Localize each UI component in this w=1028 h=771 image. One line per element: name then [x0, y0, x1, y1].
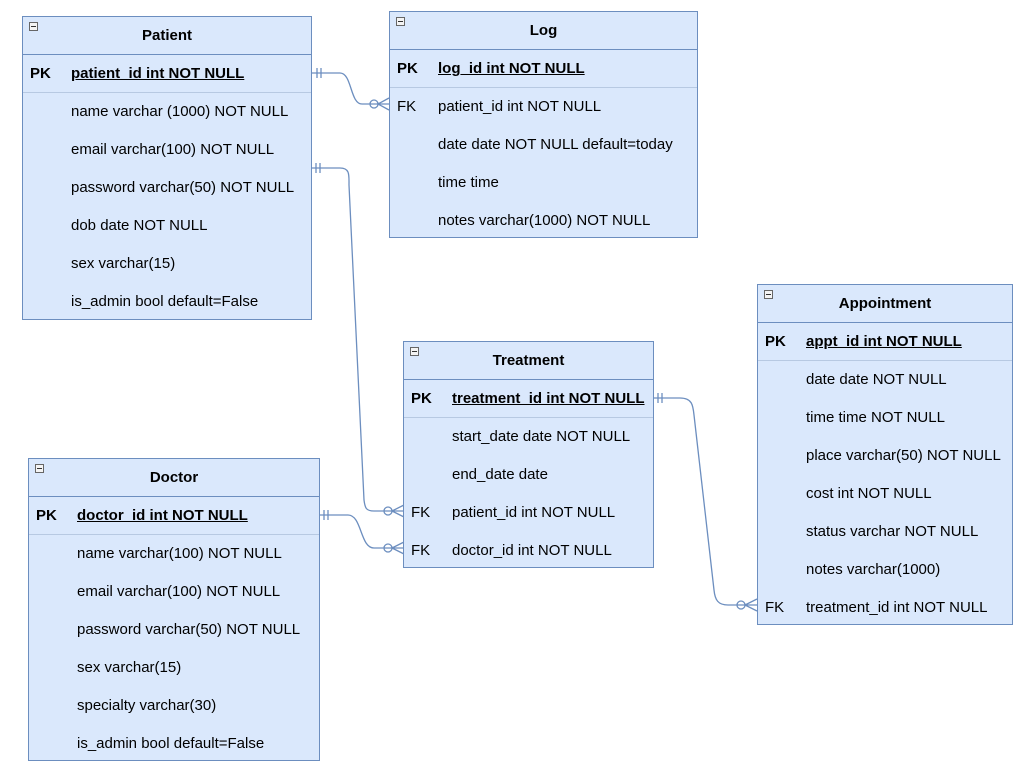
table-row[interactable]: PK appt_id int NOT NULL — [758, 323, 1012, 361]
field-label: doctor_id int NOT NULL — [77, 507, 248, 524]
relation-patient-treatment — [312, 163, 405, 518]
field-label: log_id int NOT NULL — [438, 60, 585, 77]
field-label: sex varchar(15) — [77, 659, 182, 676]
field-label: is_admin bool default=False — [71, 293, 259, 310]
collapse-icon[interactable] — [35, 464, 44, 473]
field-label: date date NOT NULL default=today — [438, 136, 673, 153]
table-row[interactable]: is_admin bool default=False — [23, 283, 311, 321]
key-label: PK — [411, 390, 432, 407]
collapse-icon[interactable] — [410, 347, 419, 356]
table-row[interactable]: password varchar(50) NOT NULL — [29, 611, 319, 649]
entity-header[interactable]: Treatment — [404, 342, 653, 380]
table-row[interactable]: PK patient_id int NOT NULL — [23, 55, 311, 93]
key-label: FK — [411, 504, 431, 521]
table-row[interactable]: start_date date NOT NULL — [404, 418, 653, 456]
table-row[interactable]: dob date NOT NULL — [23, 207, 311, 245]
key-label: PK — [36, 507, 57, 524]
field-label: time time — [438, 174, 499, 191]
entity-header[interactable]: Appointment — [758, 285, 1012, 323]
field-label: name varchar (1000) NOT NULL — [71, 103, 289, 120]
field-label: date date NOT NULL — [806, 371, 947, 388]
collapse-icon[interactable] — [396, 17, 405, 26]
field-label: doctor_id int NOT NULL — [452, 542, 612, 559]
key-label: FK — [397, 98, 417, 115]
entity-patient[interactable]: Patient PK patient_id int NOT NULL name … — [22, 16, 312, 320]
entity-doctor[interactable]: Doctor PK doctor_id int NOT NULL name va… — [28, 458, 320, 761]
field-label: specialty varchar(30) — [77, 697, 217, 714]
table-row[interactable]: email varchar(100) NOT NULL — [23, 131, 311, 169]
entity-treatment[interactable]: Treatment PK treatment_id int NOT NULL s… — [403, 341, 654, 568]
entity-title: Patient — [141, 27, 192, 44]
entity-header[interactable]: Log — [390, 12, 697, 50]
collapse-icon[interactable] — [29, 22, 38, 31]
field-label: sex varchar(15) — [71, 255, 176, 272]
field-label: password varchar(50) NOT NULL — [77, 621, 301, 638]
relation-patient-log — [312, 68, 390, 111]
table-row[interactable]: notes varchar(1000) NOT NULL — [390, 202, 697, 240]
table-row[interactable]: date date NOT NULL — [758, 361, 1012, 399]
field-label: cost int NOT NULL — [806, 485, 932, 502]
entity-title: Treatment — [492, 352, 565, 369]
table-row[interactable]: end_date date — [404, 456, 653, 494]
table-row[interactable]: cost int NOT NULL — [758, 475, 1012, 513]
field-label: is_admin bool default=False — [77, 735, 265, 752]
collapse-icon[interactable] — [764, 290, 773, 299]
table-row[interactable]: is_admin bool default=False — [29, 725, 319, 763]
field-label: patient_id int NOT NULL — [71, 65, 245, 82]
field-label: patient_id int NOT NULL — [452, 504, 616, 521]
table-row[interactable]: PK log_id int NOT NULL — [390, 50, 697, 88]
field-label: password varchar(50) NOT NULL — [71, 179, 295, 196]
table-row[interactable]: name varchar(100) NOT NULL — [29, 535, 319, 573]
key-label: FK — [411, 542, 431, 559]
entity-header[interactable]: Patient — [23, 17, 311, 55]
field-label: end_date date — [452, 466, 548, 483]
field-label: name varchar(100) NOT NULL — [77, 545, 282, 562]
table-row[interactable]: FK patient_id int NOT NULL — [404, 494, 653, 532]
table-row[interactable]: PK treatment_id int NOT NULL — [404, 380, 653, 418]
relation-doctor-treatment — [320, 510, 405, 555]
field-label: email varchar(100) NOT NULL — [71, 141, 275, 158]
table-row[interactable]: time time — [390, 164, 697, 202]
key-label: PK — [765, 333, 786, 350]
table-row[interactable]: FK doctor_id int NOT NULL — [404, 532, 653, 570]
field-label: patient_id int NOT NULL — [438, 98, 602, 115]
table-row[interactable]: notes varchar(1000) — [758, 551, 1012, 589]
entity-appointment[interactable]: Appointment PK appt_id int NOT NULL date… — [757, 284, 1013, 625]
field-label: treatment_id int NOT NULL — [806, 599, 988, 616]
field-label: appt_id int NOT NULL — [806, 333, 962, 350]
field-label: start_date date NOT NULL — [452, 428, 631, 445]
entity-header[interactable]: Doctor — [29, 459, 319, 497]
table-row[interactable]: sex varchar(15) — [23, 245, 311, 283]
table-row[interactable]: status varchar NOT NULL — [758, 513, 1012, 551]
entity-title: Log — [529, 22, 558, 39]
field-label: email varchar(100) NOT NULL — [77, 583, 281, 600]
table-row[interactable]: password varchar(50) NOT NULL — [23, 169, 311, 207]
table-row[interactable]: time time NOT NULL — [758, 399, 1012, 437]
field-label: status varchar NOT NULL — [806, 523, 979, 540]
table-row[interactable]: sex varchar(15) — [29, 649, 319, 687]
table-row[interactable]: FK patient_id int NOT NULL — [390, 88, 697, 126]
field-label: place varchar(50) NOT NULL — [806, 447, 1001, 464]
field-label: notes varchar(1000) — [806, 561, 941, 578]
field-label: notes varchar(1000) NOT NULL — [438, 212, 651, 229]
field-label: time time NOT NULL — [806, 409, 945, 426]
table-row[interactable]: email varchar(100) NOT NULL — [29, 573, 319, 611]
relation-treatment-appointment — [654, 393, 758, 612]
table-row[interactable]: PK doctor_id int NOT NULL — [29, 497, 319, 535]
entity-title: Appointment — [838, 295, 932, 312]
key-label: PK — [397, 60, 418, 77]
field-label: treatment_id int NOT NULL — [452, 390, 645, 407]
table-row[interactable]: name varchar (1000) NOT NULL — [23, 93, 311, 131]
entity-log[interactable]: Log PK log_id int NOT NULL FK patient_id… — [389, 11, 698, 238]
key-label: PK — [30, 65, 51, 82]
table-row[interactable]: specialty varchar(30) — [29, 687, 319, 725]
table-row[interactable]: place varchar(50) NOT NULL — [758, 437, 1012, 475]
table-row[interactable]: date date NOT NULL default=today — [390, 126, 697, 164]
key-label: FK — [765, 599, 785, 616]
field-label: dob date NOT NULL — [71, 217, 208, 234]
entity-title: Doctor — [149, 469, 199, 486]
table-row[interactable]: FK treatment_id int NOT NULL — [758, 589, 1012, 627]
